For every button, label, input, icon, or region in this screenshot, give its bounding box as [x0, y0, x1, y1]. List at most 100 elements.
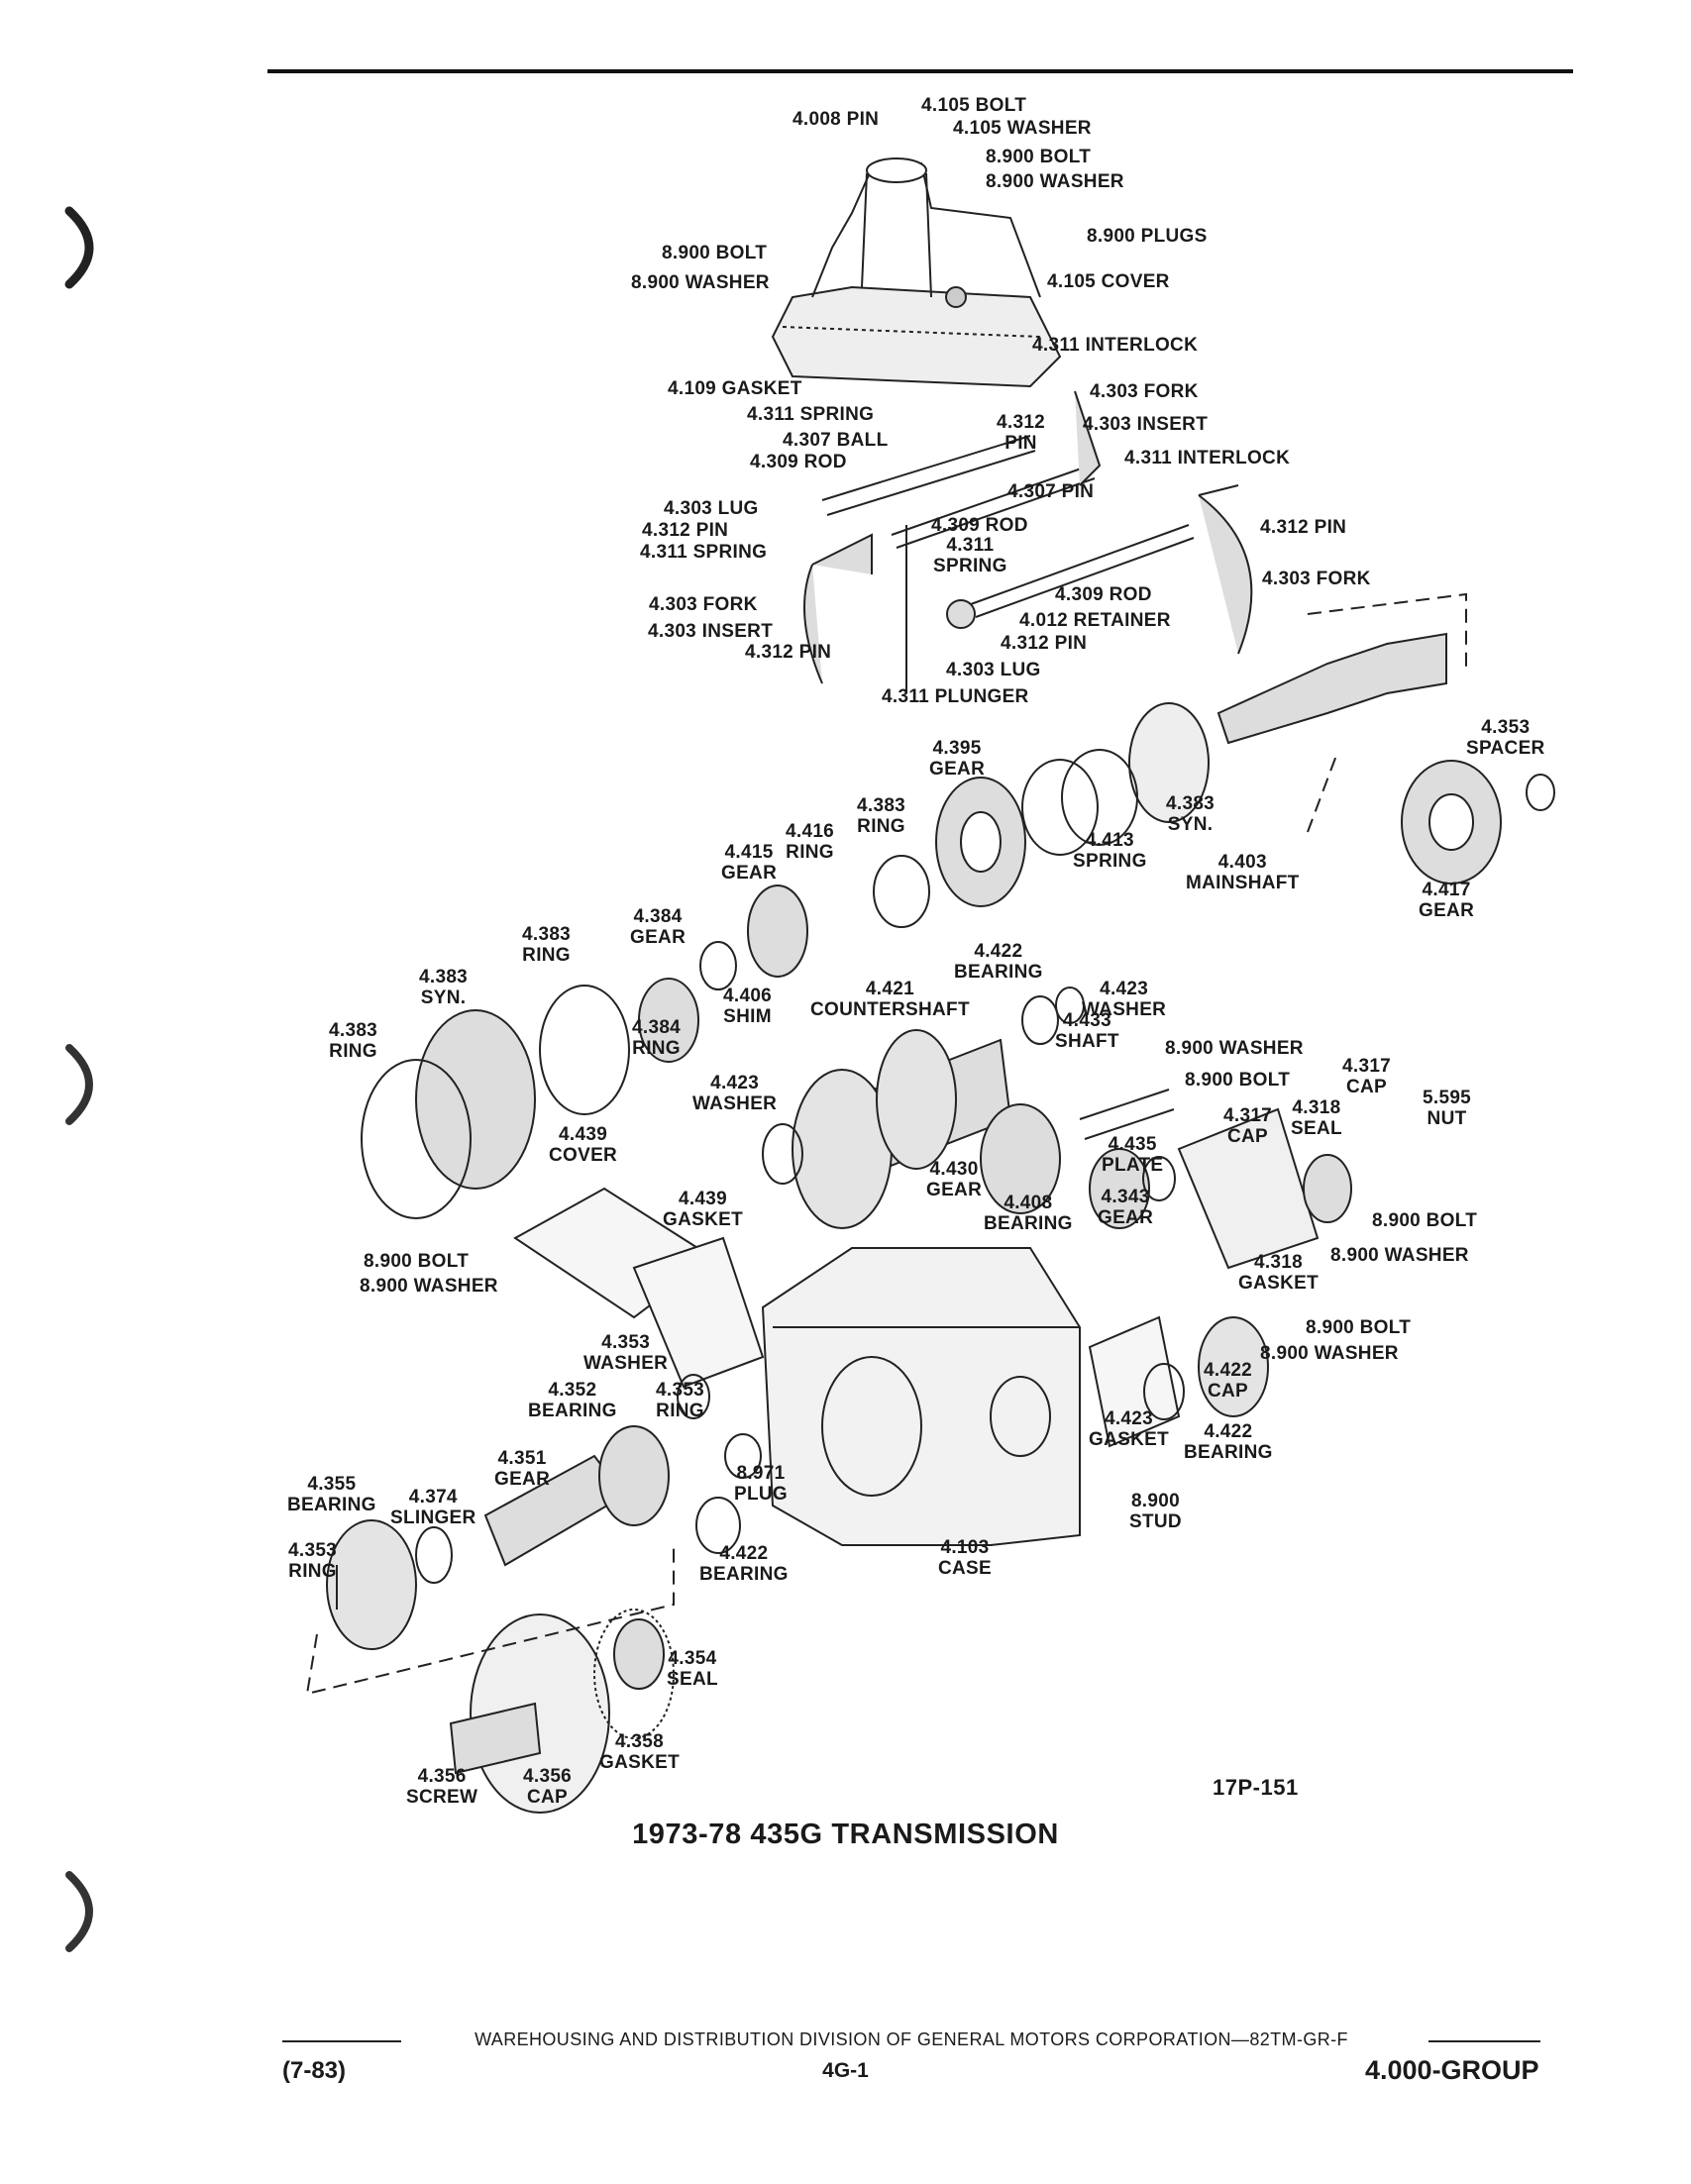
part-label-line: WASHER: [1082, 999, 1167, 1020]
binder-hole-mark: [65, 1871, 93, 1952]
footer-group: 4.000-GROUP: [1365, 2055, 1539, 2085]
part-label-line: RING: [329, 1041, 377, 1062]
part-label-line: GASKET: [663, 1209, 743, 1230]
part-label-lug-4303-a: 4.303 LUG: [664, 498, 759, 519]
part-label-washer-8900-top: 8.900 WASHER: [986, 171, 1124, 192]
part-label-line: GASKET: [1238, 1273, 1319, 1294]
part-label-line: 4.311 INTERLOCK: [1124, 448, 1291, 468]
part-label-line: 4.351: [497, 1448, 547, 1469]
part-label-line: 4.311 SPRING: [640, 542, 768, 563]
part-label-line: 8.971: [736, 1463, 786, 1484]
part-label-line: 4.422: [719, 1543, 769, 1564]
part-label-line: 4.307 BALL: [783, 430, 889, 451]
part-label-line: 4.421: [865, 979, 914, 999]
part-label-line: 4.384: [632, 1017, 682, 1038]
part-label-line: 8.900 BOLT: [1372, 1210, 1478, 1231]
part-label-line: SEAL: [667, 1669, 718, 1690]
part-label-line: 4.354: [668, 1648, 717, 1669]
part-label-line: 4.413: [1085, 830, 1134, 851]
part-label-line: 4.353: [656, 1380, 705, 1401]
part-label-line: RING: [857, 816, 905, 837]
part-label-line: BEARING: [954, 962, 1043, 983]
part-label-pin-4312-d: 4.312 PIN: [745, 642, 831, 663]
part-label-line: SLINGER: [390, 1508, 476, 1528]
part-label-line: 4.383: [857, 795, 906, 816]
part-label-line: 4.423: [710, 1073, 760, 1093]
part-label-line: GEAR: [1098, 1207, 1154, 1228]
part-label-line: GEAR: [721, 863, 778, 884]
part-label-line: 4.395: [932, 738, 982, 759]
part-label-line: 4.423: [1104, 1408, 1154, 1429]
part-label-line: 4.355: [307, 1474, 357, 1495]
part-label-line: RING: [786, 842, 834, 863]
part-label-line: 8.900 WASHER: [360, 1276, 498, 1297]
part-label-line: 4.311 INTERLOCK: [1032, 335, 1199, 356]
part-label-line: SPACER: [1466, 738, 1545, 759]
part-label-line: 4.303 LUG: [946, 660, 1041, 680]
part-label-line: 4.374: [408, 1487, 458, 1508]
part-label-line: BEARING: [699, 1564, 789, 1585]
part-label-line: CASE: [938, 1558, 992, 1579]
binder-hole-mark: [64, 206, 94, 289]
mainshaft-assembly: [361, 592, 1555, 1219]
part-label-line: BEARING: [984, 1213, 1073, 1234]
part-label-line: SYN.: [1167, 814, 1214, 835]
part-label-line: 4.353: [601, 1332, 651, 1353]
clutch-gear-assembly: [305, 1374, 762, 1814]
part-label-pin-4008: 4.008 PIN: [793, 109, 879, 130]
part-label-line: 4.303 INSERT: [648, 621, 774, 642]
part-label-line: RING: [656, 1401, 704, 1421]
part-label-line: 4.343: [1101, 1187, 1150, 1207]
part-label-line: CAP: [1346, 1077, 1388, 1097]
part-label-line: 4.417: [1422, 880, 1471, 900]
part-label-line: 4.307 PIN: [1007, 481, 1095, 502]
part-label-line: GEAR: [630, 927, 687, 948]
part-label-fork-4303-c: 4.303 FORK: [649, 594, 758, 615]
page-title: 1973-78 435G TRANSMISSION: [632, 1819, 1059, 1850]
part-label-line: 8.900 BOLT: [1306, 1317, 1412, 1338]
part-label-line: 4.353: [1481, 717, 1531, 738]
part-label-bolt-4105: 4.105 BOLT: [921, 95, 1026, 116]
part-label-line: BEARING: [1184, 1442, 1273, 1463]
part-label-line: NUT: [1427, 1108, 1467, 1129]
part-label-line: 4.422: [974, 941, 1023, 962]
part-label-line: 8.900 WASHER: [631, 272, 770, 293]
part-label-line: 4.358: [614, 1731, 665, 1752]
part-label-line: 4.353: [288, 1540, 338, 1561]
part-label-line: 4.312 PIN: [1001, 633, 1088, 654]
part-label-line: 8.900 WASHER: [1165, 1038, 1304, 1059]
part-label-line: 4.352: [548, 1380, 597, 1401]
part-label-line: COVER: [549, 1145, 618, 1166]
part-label-line: 4.303 FORK: [649, 594, 758, 615]
part-label-line: 4.422: [1204, 1360, 1253, 1381]
part-label-insert-4303-b: 4.303 INSERT: [648, 621, 773, 642]
part-label-line: GASKET: [1089, 1429, 1169, 1450]
part-label-line: 4.435: [1108, 1134, 1157, 1155]
part-label-interlock-4311-a: 4.311 INTERLOCK: [1032, 335, 1198, 356]
part-label-line: GEAR: [929, 759, 986, 780]
binder-hole-mark: [65, 1044, 93, 1125]
part-label-line: 4.318: [1292, 1097, 1341, 1118]
part-label-line: 4.433: [1062, 1010, 1111, 1031]
part-label-line: 4.439: [559, 1124, 608, 1145]
